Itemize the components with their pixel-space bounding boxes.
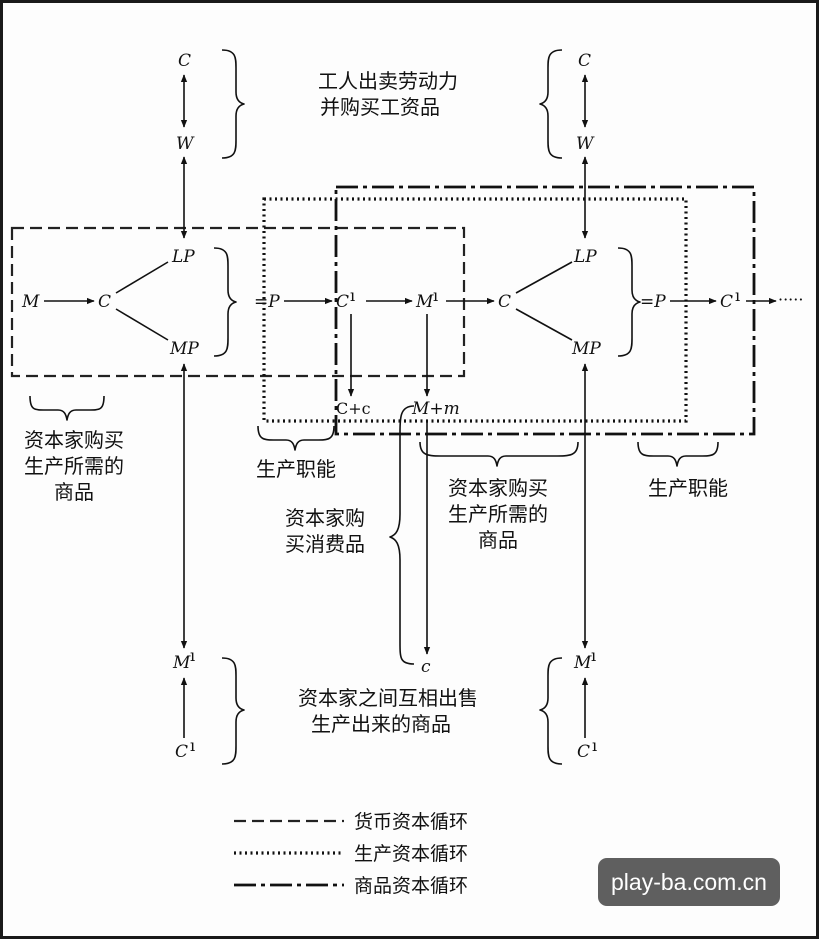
brace-buy-left [29,395,105,421]
prime-c-br: ı [592,736,597,755]
watermark-badge: play-ba.com.cn [598,858,780,906]
node-c-small: c [421,657,431,677]
brace-production-right [637,441,719,467]
node-w-left: W [176,134,195,154]
brace-mutual-right [539,657,563,765]
brace-buy-right [419,441,579,467]
node-c-prime-br: C [577,742,590,762]
brace-lp-mp-right [617,247,641,357]
node-w-right: W [576,134,595,154]
prime-c-bl: ı [190,736,195,755]
legend-money-label: 货币资本循环 [354,811,468,833]
node-c-top-right: C [578,51,591,71]
node-c-top-left: C [178,51,191,71]
commodity-capital-box [334,185,756,436]
label-buy-left-2: 生产所需的 [24,454,124,478]
label-buy-right-2: 生产所需的 [448,502,548,526]
label-production-left: 生产职能 [256,457,336,481]
node-c-buy-right: C [498,292,511,312]
label-mutual-line2: 生产出来的商品 [311,712,451,736]
line-c-lp-left [115,261,169,294]
node-lp-right: LP [573,247,597,267]
line-c-mp-left [115,308,169,341]
label-consume-line2: 买消费品 [285,532,365,556]
prime-c-mid: ı [350,286,355,305]
node-m-prime-mid: M [415,292,434,312]
legend-commodity-label: 商品资本循环 [354,875,468,897]
label-buy-left-1: 资本家购买 [24,428,124,452]
node-mp-left: MP [169,339,199,359]
line-c-mp-right [515,308,573,341]
node-m-prime-bl: M [172,653,191,673]
label-buy-left-3: 商品 [54,480,94,504]
brace-production-left [257,425,335,451]
label-consume-line1: 资本家购 [285,506,365,530]
node-c-prime-end: C [720,292,733,312]
node-c-buy-left: C [98,292,111,312]
brace-workers-left [221,49,245,159]
node-m-plus-m: M+m [411,399,460,419]
node-p-left: =P [254,292,280,312]
node-mp-right: MP [571,339,601,359]
legend-production-label: 生产资本循环 [354,843,468,865]
label-workers-line1: 工人出卖劳动力 [318,69,458,93]
brace-consumption [389,405,415,665]
line-c-lp-right [515,261,573,294]
label-mutual-line1: 资本家之间互相出售 [298,686,478,710]
continuation-dots: ····· [778,290,803,309]
label-buy-right-3: 商品 [478,528,518,552]
node-m-start: M [21,292,40,312]
node-c-prime-bl: C [175,742,188,762]
money-capital-box [10,226,466,378]
label-buy-right-1: 资本家购买 [448,476,548,500]
brace-workers-right [539,49,563,159]
brace-lp-mp-left [213,247,237,357]
label-workers-line2: 并购买工资品 [320,95,440,119]
node-c-prime-mid: C [336,292,349,312]
production-capital-box [262,197,688,423]
prime-c-end: ı [735,286,740,305]
prime-m-mid: ı [433,286,438,305]
prime-m-bl: ı [190,646,195,665]
node-m-prime-br: M [573,653,592,673]
node-c-plus-c: C+c [336,399,371,418]
prime-m-br: ı [591,646,596,665]
label-production-right: 生产职能 [648,476,728,500]
node-lp-left: LP [171,247,195,267]
node-p-right: =P [640,292,666,312]
brace-mutual-left [221,657,245,765]
